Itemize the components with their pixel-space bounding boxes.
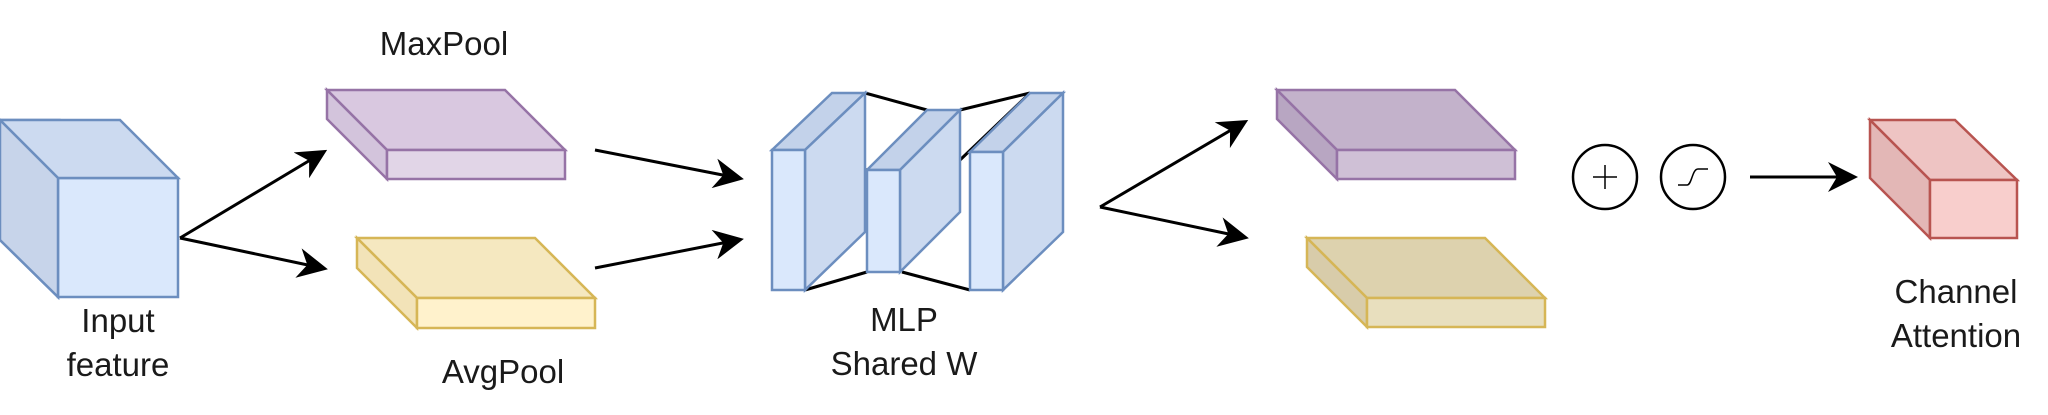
- arrow-to-avgpool: [179, 236, 328, 278]
- channel-attention-label-line2: Attention: [1891, 317, 2021, 354]
- avgpool-label: AvgPool: [442, 353, 564, 390]
- sigmoid-operator-icon: [1659, 143, 1727, 211]
- arrow-avgpool-to-mlp: [594, 229, 744, 270]
- channel-attention-label-line1: Channel: [1895, 273, 2018, 310]
- arrow-mlp-to-purple-output: [1099, 119, 1249, 209]
- plus-operator-icon: [1571, 143, 1639, 211]
- input-feature-cube-side: [0, 118, 60, 300]
- mlp-label-line1: MLP: [870, 301, 938, 338]
- maxpool-label: MaxPool: [380, 25, 508, 62]
- arrow-mlp-to-yellow-output: [1099, 205, 1249, 247]
- mlp-output-avgpool-slab: [1303, 234, 1549, 331]
- arrow-maxpool-to-mlp: [594, 148, 744, 189]
- mlp-layer-input: [768, 90, 869, 293]
- input-feature-label-line2: feature: [67, 346, 170, 383]
- mlp-layer-output: [966, 90, 1067, 293]
- mlp-label-line2: Shared W: [831, 345, 979, 382]
- avgpool-slab: [353, 234, 599, 332]
- mlp-layer-hidden: [863, 106, 964, 276]
- arrow-to-maxpool: [179, 149, 328, 240]
- channel-attention-cube: [1866, 116, 2021, 242]
- mlp-output-maxpool-slab: [1273, 86, 1519, 183]
- input-feature-label-line1: Input: [81, 302, 154, 339]
- maxpool-slab: [323, 86, 569, 183]
